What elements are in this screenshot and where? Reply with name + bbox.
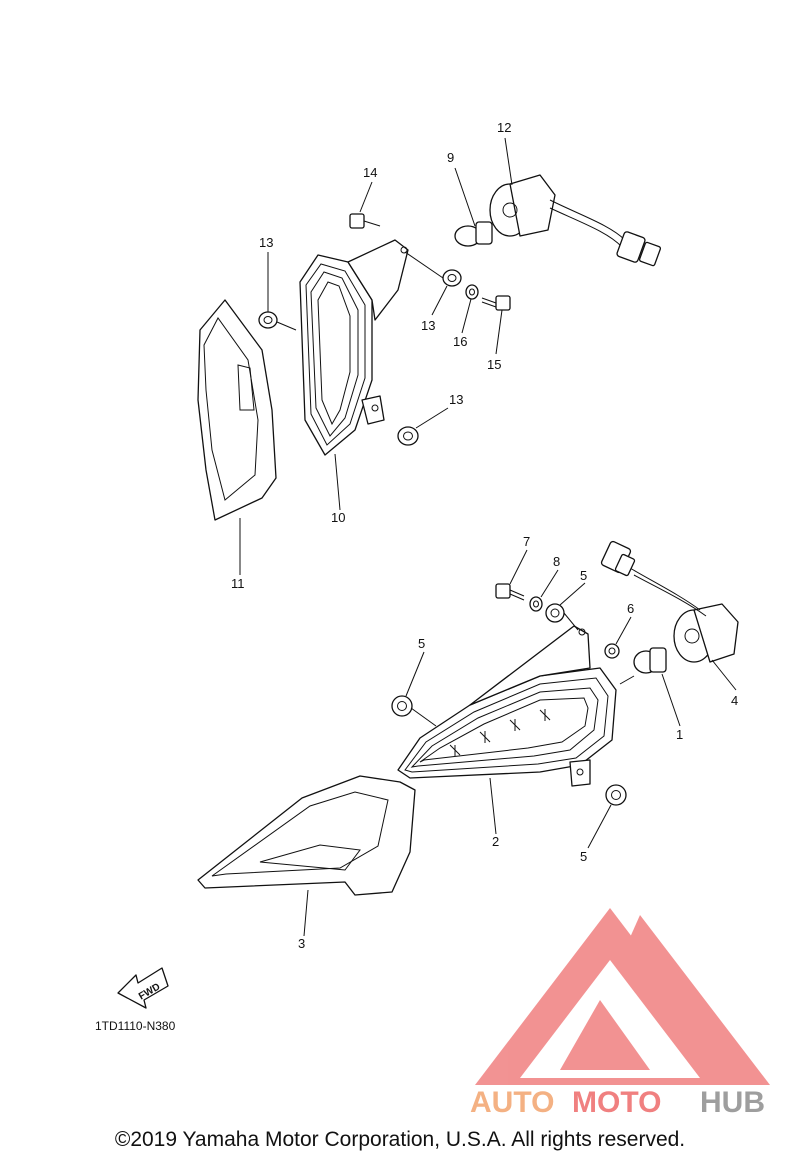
callout-5-a: 5 — [580, 568, 587, 583]
callout-5-c: 5 — [580, 849, 587, 864]
part-13-grommet-b — [442, 269, 462, 287]
watermark-text-hub: HUB — [700, 1086, 765, 1119]
watermark-text-auto: AUTO — [470, 1086, 554, 1119]
callout-5-b: 5 — [418, 636, 425, 651]
top-leader-lines — [239, 137, 513, 575]
part-9-bulb — [454, 221, 493, 247]
callout-10: 10 — [331, 510, 345, 525]
part-12-socket — [489, 174, 662, 267]
part-2-lamp-housing — [397, 625, 617, 787]
part-7-screw — [495, 583, 525, 601]
callout-2: 2 — [492, 834, 499, 849]
callout-14: 14 — [363, 165, 377, 180]
callout-6: 6 — [627, 601, 634, 616]
watermark-logo — [475, 908, 770, 1085]
part-13-grommet-a — [258, 311, 278, 329]
part-5-grommet-a — [545, 603, 565, 623]
callout-15: 15 — [487, 357, 501, 372]
callout-11: 11 — [231, 576, 245, 591]
part-11-lens-cover — [197, 299, 277, 521]
part-4-socket — [600, 540, 739, 663]
part-16-washer — [465, 284, 479, 300]
diagram-code: 1TD1110-N380 — [95, 1019, 176, 1033]
part-5-grommet-b — [391, 695, 413, 717]
callout-3: 3 — [298, 936, 305, 951]
part-6-collar — [604, 643, 620, 659]
part-14-screw — [349, 213, 381, 229]
part-8-washer — [529, 596, 543, 612]
callout-7: 7 — [523, 534, 530, 549]
part-1-bulb — [633, 647, 667, 674]
callout-13-c: 13 — [449, 392, 463, 407]
callout-4: 4 — [731, 693, 738, 708]
callout-13-a: 13 — [259, 235, 273, 250]
callout-8: 8 — [553, 554, 560, 569]
copyright-notice: ©2019 Yamaha Motor Corporation, U.S.A. A… — [114, 1128, 686, 1151]
part-5-grommet-c — [605, 784, 627, 806]
watermark-text-moto: MOTO — [572, 1086, 661, 1119]
part-15-bolt — [481, 295, 511, 311]
callout-9: 9 — [447, 150, 454, 165]
part-13-grommet-c — [397, 426, 419, 446]
fwd-arrow-icon: FWD — [117, 967, 169, 1009]
callout-13-b: 13 — [421, 318, 435, 333]
callout-1: 1 — [676, 727, 683, 742]
callout-12: 12 — [497, 120, 511, 135]
callout-16: 16 — [453, 334, 467, 349]
bottom-leader-lines — [303, 549, 737, 937]
part-3-lens-cover — [197, 775, 416, 896]
part-10-lamp-housing — [299, 239, 409, 456]
